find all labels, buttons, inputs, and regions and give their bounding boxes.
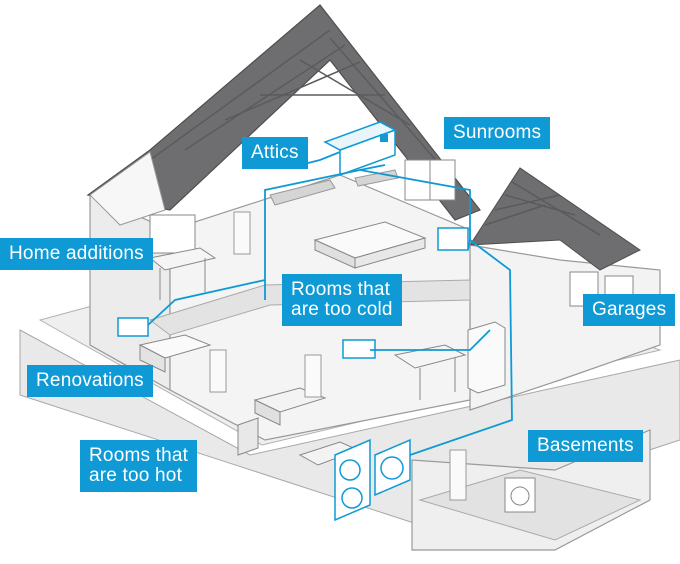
washing-machine-icon (504, 477, 536, 513)
label-home-additions: Home additions (0, 238, 153, 270)
label-attics: Attics (242, 137, 308, 169)
basement-door (449, 449, 467, 501)
tv-icon (237, 417, 259, 456)
attic-beam (269, 179, 336, 206)
label-rooms-too-cold: Rooms that are too cold (282, 274, 402, 326)
garage-roof-shingles (484, 181, 601, 236)
table-icon (148, 247, 217, 300)
door (209, 349, 227, 393)
roof-gable-end (89, 151, 166, 226)
door (233, 211, 251, 255)
label-renovations: Renovations (27, 365, 153, 397)
label-sunrooms: Sunrooms (444, 117, 551, 149)
wall-mini-split-left (117, 317, 149, 337)
label-basements: Basements (528, 430, 643, 462)
bathtub-icon (138, 334, 212, 373)
fridge-icon (467, 321, 506, 394)
addition-window (149, 214, 196, 254)
outdoor-heat-pump-left (334, 438, 371, 522)
bed-icon (313, 221, 427, 269)
attic-beam (354, 169, 399, 187)
label-garages: Garages (583, 294, 676, 326)
door (304, 354, 322, 398)
attic-air-handler (323, 121, 397, 177)
label-rooms-too-hot: Rooms that are too hot (80, 440, 198, 492)
refrigerant-lines (147, 151, 513, 456)
main-roof-shingles (149, 29, 441, 166)
outdoor-heat-pump-right (374, 438, 411, 497)
wall-mini-split-upper (437, 227, 469, 251)
wall-mini-split-middle (342, 339, 376, 359)
main-roof (86, 4, 481, 221)
garage-roof (469, 167, 641, 271)
